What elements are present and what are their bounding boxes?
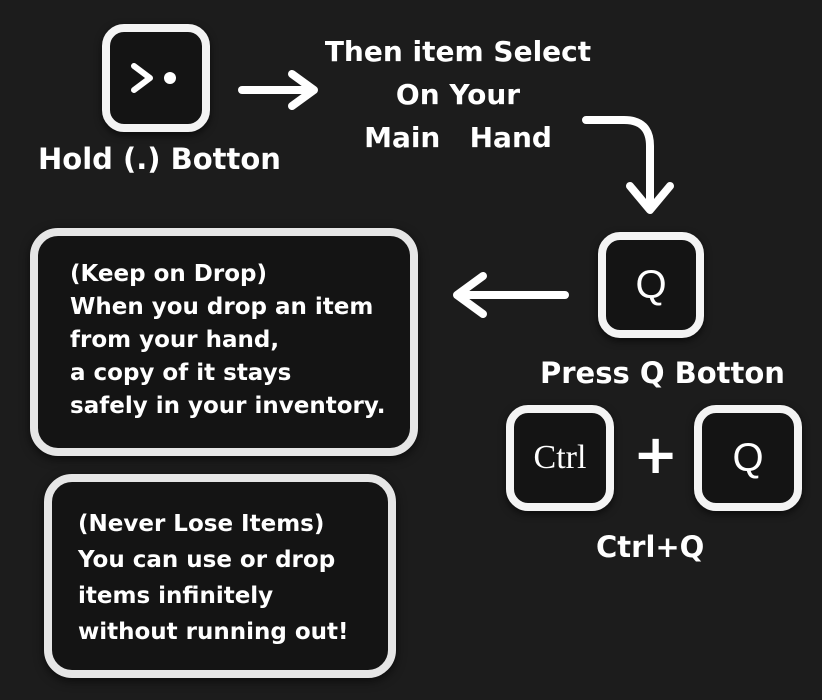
q-key-combo-label: Q — [732, 436, 764, 480]
terminal-prompt-icon — [131, 63, 176, 93]
q-key: Q — [598, 232, 704, 338]
select-item-instruction: Then item Select On Your Main Hand — [318, 30, 598, 159]
panel-line: without running out! — [78, 619, 349, 645]
panel-heading: (Never Lose Items) — [78, 511, 325, 537]
arrow-left-icon — [453, 272, 569, 318]
press-q-caption: Press Q Botton — [540, 356, 785, 390]
ctrl-q-caption: Ctrl+Q — [596, 530, 705, 564]
panel-line: from your hand, — [70, 327, 280, 353]
instruction-line: Then item Select — [324, 35, 592, 68]
panel-line: You can use or drop — [78, 547, 336, 573]
hold-caption: Hold (.) Botton — [38, 142, 281, 176]
plus-sign: + — [633, 423, 679, 486]
period-key — [102, 24, 210, 132]
panel-heading: (Keep on Drop) — [70, 261, 267, 287]
arrow-curve-down-icon — [582, 116, 674, 214]
panel-line: items infinitely — [78, 583, 274, 609]
instruction-line: On Your — [395, 78, 521, 111]
panel-line: safely in your inventory. — [70, 393, 386, 419]
instruction-line: Main Hand — [364, 121, 552, 154]
ctrl-key: Ctrl — [506, 405, 614, 511]
never-lose-items-panel: (Never Lose Items) You can use or drop i… — [44, 474, 396, 678]
q-key-label: Q — [635, 263, 667, 307]
panel-line: When you drop an item — [70, 294, 374, 320]
panel-line: a copy of it stays — [70, 360, 292, 386]
keep-on-drop-panel: (Keep on Drop) When you drop an item fro… — [30, 228, 418, 456]
arrow-right-icon — [238, 70, 318, 110]
q-key-combo: Q — [694, 405, 802, 511]
ctrl-key-label: Ctrl — [533, 439, 587, 476]
